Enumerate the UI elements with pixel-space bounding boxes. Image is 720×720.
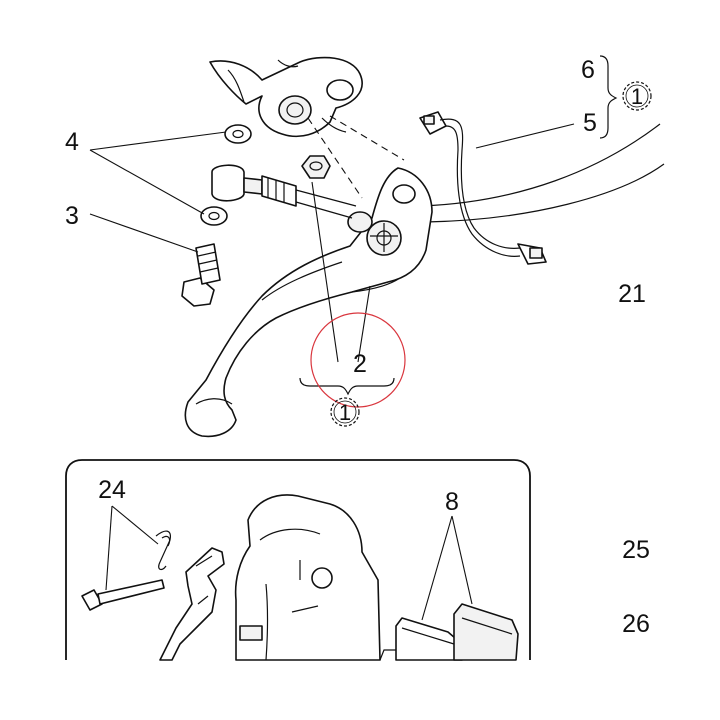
pad-retaining-clip — [155, 530, 171, 571]
part-label-21: 21 — [618, 280, 646, 308]
reference-symbol-lower: 1 — [330, 397, 360, 427]
leader-2-right — [357, 285, 371, 363]
reference-symbol-upper: 1 — [622, 81, 652, 111]
part-label-26: 26 — [622, 610, 650, 638]
alignment-line-left — [307, 117, 363, 199]
part-label-6: 6 — [581, 56, 595, 84]
part-label-8: 8 — [445, 488, 459, 516]
banjo-bolt — [181, 243, 221, 307]
caliper-inset-box: 24 8 — [65, 459, 531, 661]
part-label-2: 2 — [353, 350, 367, 378]
group-bracket-2 — [299, 377, 395, 396]
alignment-line-right — [329, 115, 405, 161]
leader-3 — [89, 213, 199, 253]
part-label-24: 24 — [98, 476, 126, 504]
leader-8-right — [451, 515, 473, 605]
anti-rattle-spring — [159, 547, 225, 661]
brake-hose-banjo — [211, 164, 357, 219]
leader-4-upper — [89, 131, 227, 151]
handlebar — [421, 123, 665, 223]
leader-24-right — [111, 505, 159, 545]
part-label-4: 4 — [65, 128, 79, 156]
adjuster-knob — [366, 220, 402, 256]
pad-pin-bolt — [81, 579, 165, 611]
brake-caliper — [234, 494, 381, 661]
sealing-washer-lower — [200, 206, 228, 226]
leader-8-left — [421, 515, 453, 621]
leader-5 — [475, 123, 575, 149]
leader-4-lower — [89, 149, 205, 215]
sealing-washer-upper — [224, 124, 252, 144]
lever-clamp-body — [209, 56, 363, 138]
leader-24-left — [105, 505, 113, 591]
lever-pivot-nut — [301, 155, 331, 179]
part-label-25: 25 — [622, 536, 650, 564]
reference-symbol-lower-text: 1 — [339, 400, 351, 425]
part-label-3: 3 — [65, 202, 79, 230]
brake-pad-rear — [453, 603, 519, 661]
part-label-5: 5 — [583, 109, 597, 137]
leader-2-left — [311, 181, 339, 363]
group-bracket-5-6 — [599, 55, 618, 139]
brake-pad-front — [379, 617, 463, 661]
reference-symbol-upper-text: 1 — [631, 84, 643, 109]
brake-light-switch — [419, 111, 547, 265]
